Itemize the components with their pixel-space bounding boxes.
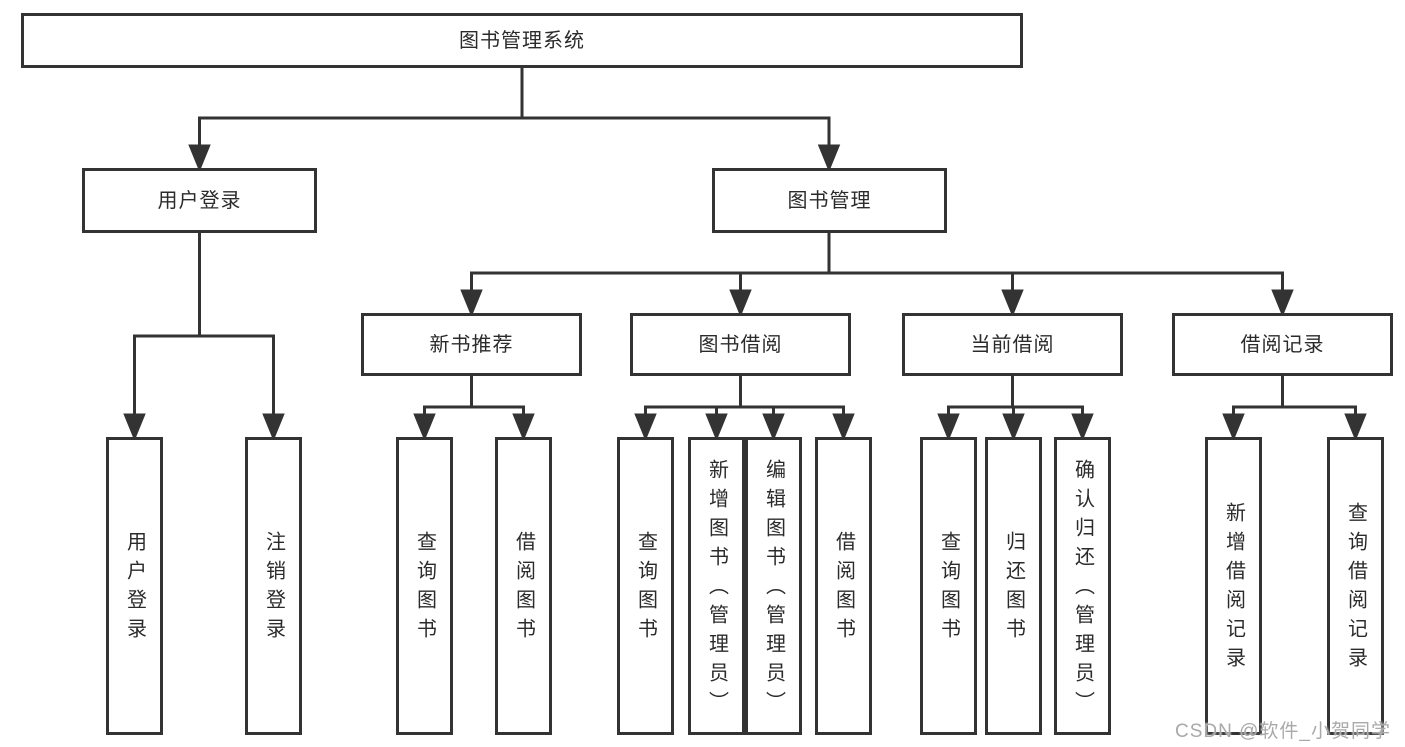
node-leaf-borrow-book-1: 借阅图书	[495, 437, 552, 735]
node-leaf-add-book-admin: 新增图书（管理员）	[688, 437, 745, 735]
node-leaf-return-book: 归还图书	[985, 437, 1042, 735]
node-leaf-confirm-return-admin: 确认归还（管理员）	[1054, 437, 1111, 735]
node-leaf-user-login: 用户登录	[106, 437, 163, 735]
node-leaf-query-book-2: 查询图书	[617, 437, 674, 735]
node-leaf-edit-book-admin: 编辑图书（管理员）	[745, 437, 802, 735]
node-leaf-query-book-3: 查询图书	[920, 437, 977, 735]
node-leaf-query-book-1: 查询图书	[396, 437, 453, 735]
node-leaf-query-borrow-record: 查询借阅记录	[1327, 437, 1384, 735]
node-leaf-borrow-book-2: 借阅图书	[815, 437, 872, 735]
node-leaf-add-borrow-record: 新增借阅记录	[1205, 437, 1262, 735]
node-user-login-branch: 用户登录	[82, 168, 317, 233]
node-root-system: 图书管理系统	[21, 13, 1023, 68]
csdn-watermark: CSDN @软件_小贺同学	[1175, 721, 1391, 742]
node-leaf-logout: 注销登录	[245, 437, 302, 735]
node-book-borrow: 图书借阅	[630, 313, 851, 376]
node-borrow-record: 借阅记录	[1172, 313, 1393, 376]
node-book-management-branch: 图书管理	[712, 168, 947, 233]
node-new-book-recommend: 新书推荐	[361, 313, 582, 376]
node-current-borrow: 当前借阅	[902, 313, 1123, 376]
